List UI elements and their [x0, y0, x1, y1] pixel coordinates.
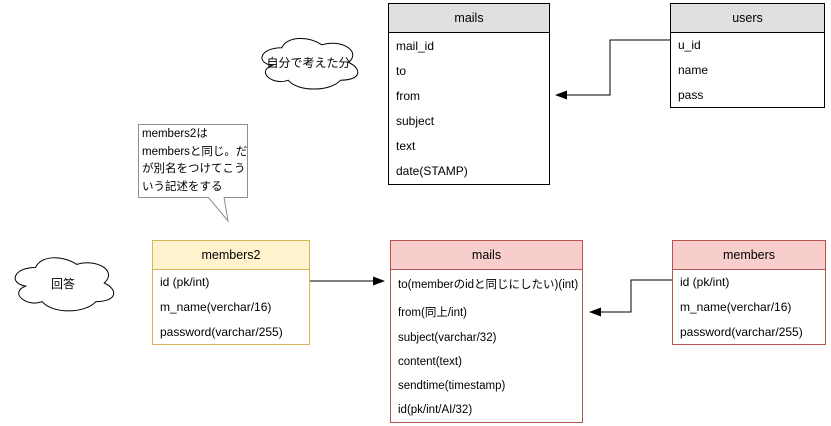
- callout-note[interactable]: members2は membersと同じ。だ が別名をつけてこう いう記述をする: [138, 124, 248, 198]
- table-members2[interactable]: members2 id (pk/int) m_name(verchar/16) …: [152, 240, 310, 345]
- table-row[interactable]: name: [678, 63, 709, 77]
- table-row[interactable]: u_id: [678, 38, 701, 53]
- table-row[interactable]: password(varchar/255): [160, 324, 283, 339]
- table-row[interactable]: to: [396, 63, 407, 78]
- table-row[interactable]: subject: [396, 114, 435, 129]
- table-row[interactable]: sendtime(timestamp): [398, 380, 506, 392]
- table-row[interactable]: password(varchar/255): [680, 324, 803, 339]
- table-row[interactable]: date(STAMP): [396, 164, 468, 179]
- table-row[interactable]: from(同上/int): [398, 307, 467, 319]
- table-header[interactable]: users: [671, 4, 824, 33]
- table-row[interactable]: id(pk/int/AI/32): [398, 404, 473, 416]
- table-row[interactable]: content(text): [398, 356, 462, 368]
- table-header[interactable]: members: [673, 241, 825, 270]
- table-row[interactable]: mail_id: [396, 38, 435, 53]
- cloud-answer[interactable]: [8, 252, 118, 314]
- table-row[interactable]: text: [396, 139, 416, 154]
- table-row[interactable]: id (pk/int): [160, 275, 210, 290]
- callout-tail: [207, 196, 229, 223]
- table-header[interactable]: mails: [389, 4, 549, 33]
- table-row[interactable]: m_name(verchar/16): [160, 300, 272, 314]
- table-row[interactable]: to(memberのidと同じにしたい)(int): [398, 279, 579, 291]
- table-users[interactable]: users u_id name pass: [670, 3, 825, 108]
- table-row[interactable]: id (pk/int): [680, 275, 730, 290]
- arrow-users-to-mails-draft[interactable]: [555, 39, 670, 100]
- callout-line: membersと同じ。だ: [142, 145, 248, 158]
- table-header[interactable]: members2: [153, 241, 309, 270]
- table-row[interactable]: subject(varchar/32): [398, 332, 497, 344]
- callout-line: が別名をつけてこう: [142, 163, 246, 175]
- table-mails-draft[interactable]: mails mail_id to from subject text date(…: [388, 3, 550, 185]
- table-row[interactable]: m_name(verchar/16): [680, 300, 792, 314]
- cloud-own-idea[interactable]: [255, 33, 362, 92]
- arrow-members-to-mails[interactable]: [589, 279, 672, 317]
- table-row[interactable]: pass: [678, 87, 704, 102]
- table-header[interactable]: mails: [391, 241, 582, 270]
- callout-line: いう記述をする: [142, 180, 223, 193]
- table-mails[interactable]: mails to(memberのidと同じにしたい)(int) from(同上/…: [390, 240, 583, 423]
- table-row[interactable]: from: [396, 88, 420, 103]
- table-members[interactable]: members id (pk/int) m_name(verchar/16) p…: [672, 240, 826, 345]
- callout-line: members2は: [142, 128, 208, 140]
